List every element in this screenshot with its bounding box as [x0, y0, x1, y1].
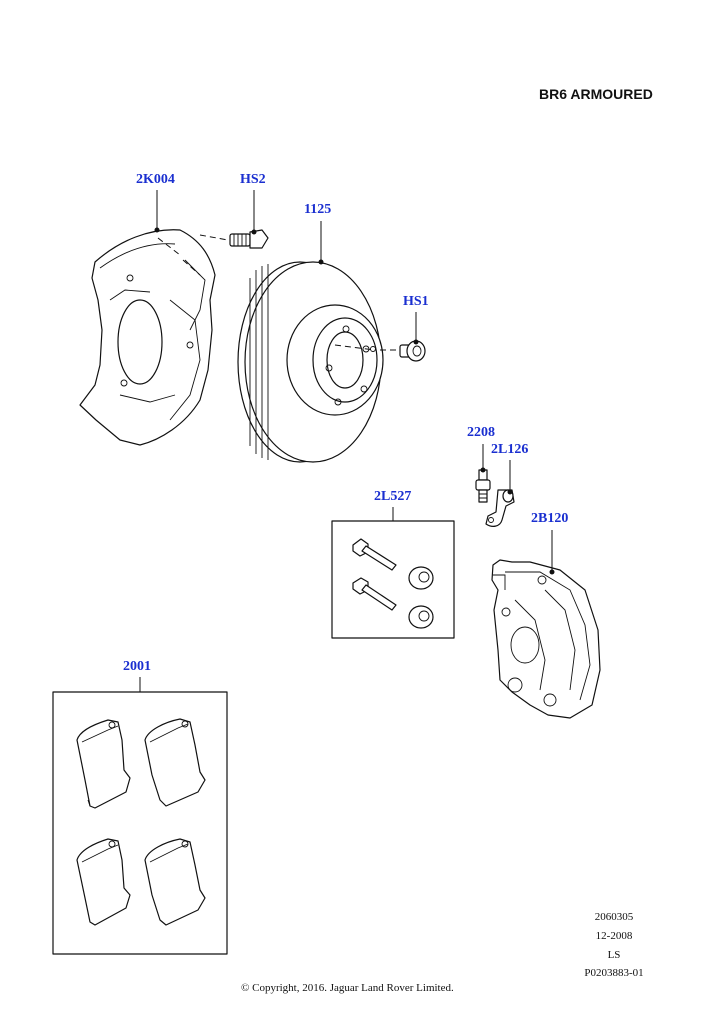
brake-pad-kit[interactable] [52, 691, 228, 955]
callout-hs1[interactable]: HS1 [403, 294, 429, 309]
disc-screw[interactable] [399, 340, 426, 362]
variant-title: BR6 ARMOURED [539, 86, 653, 102]
brake-disc[interactable] [237, 261, 398, 463]
copyright: © Copyright, 2016. Jaguar Land Rover Lim… [241, 982, 454, 994]
brake-caliper[interactable] [491, 559, 601, 719]
callout-2208[interactable]: 2208 [467, 425, 495, 440]
guide-pin-kit[interactable] [331, 520, 455, 639]
ref-code: 2060305 [594, 911, 634, 923]
initials: LS [607, 949, 621, 961]
callout-2b120[interactable]: 2B120 [531, 511, 569, 526]
bleed-screw[interactable] [475, 469, 491, 503]
shield-bolt[interactable] [199, 229, 269, 249]
hose-bracket[interactable] [485, 489, 515, 527]
callout-2001[interactable]: 2001 [123, 659, 151, 674]
splash-shield[interactable] [79, 229, 216, 446]
callout-2l126[interactable]: 2L126 [491, 442, 529, 457]
date-code: 12-2008 [595, 930, 633, 942]
callout-2k004[interactable]: 2K004 [136, 172, 175, 187]
callout-hs2[interactable]: HS2 [240, 172, 266, 187]
callout-1125[interactable]: 1125 [304, 202, 332, 217]
callout-2l527[interactable]: 2L527 [374, 489, 412, 504]
illustration-id: P0203883-01 [584, 967, 644, 979]
